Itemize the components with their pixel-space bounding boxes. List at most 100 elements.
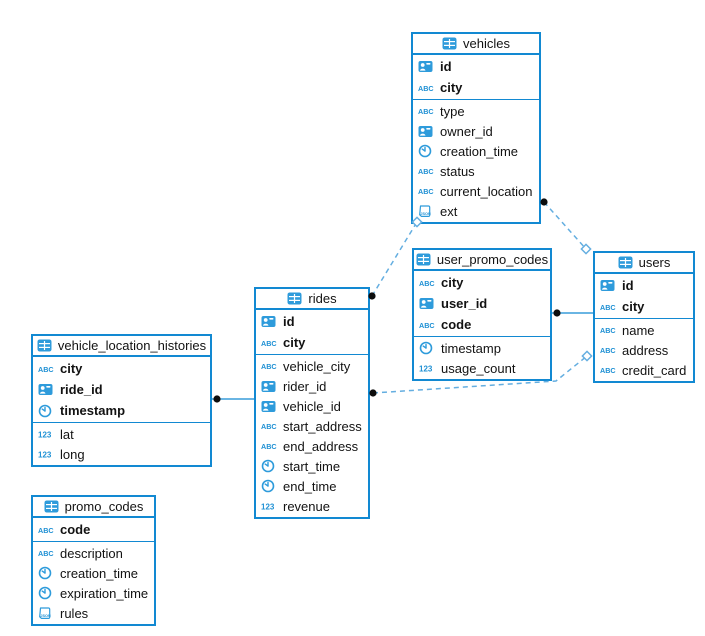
column-row[interactable]: 123 long bbox=[33, 444, 210, 464]
column-label: creation_time bbox=[440, 143, 519, 159]
string-type-icon: ABC bbox=[38, 547, 55, 559]
string-type-icon: ABC bbox=[419, 277, 436, 289]
column-row[interactable]: ABC credit_card bbox=[595, 360, 693, 380]
endpoint-dot-icon bbox=[540, 198, 548, 206]
primary-key-row[interactable]: id bbox=[413, 56, 539, 77]
table-header[interactable]: users bbox=[595, 253, 693, 274]
svg-text:ABC: ABC bbox=[261, 362, 277, 371]
table-icon bbox=[37, 339, 53, 352]
column-label: long bbox=[60, 446, 85, 462]
uuid-type-icon bbox=[38, 383, 55, 396]
timestamp-type-icon bbox=[261, 459, 278, 473]
table-title: vehicle_location_histories bbox=[57, 338, 207, 353]
primary-key-row[interactable]: user_id bbox=[414, 293, 550, 314]
column-row[interactable]: ABC name bbox=[595, 320, 693, 340]
svg-text:ABC: ABC bbox=[600, 346, 616, 355]
column-row[interactable]: expiration_time bbox=[33, 583, 154, 603]
primary-key-row[interactable]: id bbox=[256, 311, 368, 332]
uuid-type-icon bbox=[261, 315, 278, 328]
timestamp-type-icon bbox=[38, 566, 55, 580]
string-type-icon: ABC bbox=[418, 165, 435, 177]
table-header[interactable]: vehicle_location_histories bbox=[33, 336, 210, 357]
svg-text:JSON: JSON bbox=[40, 614, 51, 618]
primary-key-row[interactable]: ride_id bbox=[33, 379, 210, 400]
uuid-type-icon bbox=[418, 125, 435, 138]
column-label: current_location bbox=[440, 183, 533, 199]
table-header[interactable]: user_promo_codes bbox=[414, 250, 550, 271]
string-type-icon: ABC bbox=[418, 185, 435, 197]
uuid-type-icon bbox=[261, 380, 278, 393]
uuid-type-icon bbox=[418, 60, 435, 73]
column-row[interactable]: ABC description bbox=[33, 543, 154, 563]
column-row[interactable]: creation_time bbox=[33, 563, 154, 583]
relationship-user-promo-codes-to-users bbox=[552, 309, 593, 317]
column-label: description bbox=[60, 545, 123, 561]
table-header[interactable]: vehicles bbox=[413, 34, 539, 55]
column-label: city bbox=[440, 80, 463, 95]
timestamp-type-icon bbox=[38, 404, 55, 418]
timestamp-type-icon bbox=[418, 144, 435, 158]
table-header[interactable]: promo_codes bbox=[33, 497, 154, 518]
column-label: revenue bbox=[283, 498, 330, 514]
timestamp-type-icon bbox=[261, 479, 278, 493]
column-row[interactable]: owner_id bbox=[413, 121, 539, 141]
column-row[interactable]: start_time bbox=[256, 456, 368, 476]
svg-text:ABC: ABC bbox=[600, 366, 616, 375]
string-type-icon: ABC bbox=[38, 363, 55, 375]
svg-text:ABC: ABC bbox=[418, 167, 434, 176]
column-label: end_time bbox=[283, 478, 337, 494]
column-label: credit_card bbox=[622, 362, 687, 378]
column-label: start_time bbox=[283, 458, 341, 474]
column-label: timestamp bbox=[60, 403, 126, 418]
primary-key-row[interactable]: id bbox=[595, 275, 693, 296]
column-label: name bbox=[622, 322, 655, 338]
column-row[interactable]: timestamp bbox=[414, 338, 550, 358]
endpoint-dot-icon bbox=[213, 395, 221, 403]
column-label: id bbox=[622, 278, 634, 293]
column-row[interactable]: creation_time bbox=[413, 141, 539, 161]
column-row[interactable]: end_time bbox=[256, 476, 368, 496]
relationship-vehicle-location-histories-to-rides bbox=[212, 395, 254, 403]
table-title: vehicles bbox=[463, 36, 510, 51]
primary-key-row[interactable]: ABC city bbox=[413, 77, 539, 98]
string-type-icon: ABC bbox=[418, 82, 435, 94]
column-row[interactable]: 123 revenue bbox=[256, 496, 368, 516]
primary-key-row[interactable]: timestamp bbox=[33, 400, 210, 421]
column-row[interactable]: ABC current_location bbox=[413, 181, 539, 201]
table-title: users bbox=[638, 255, 671, 270]
table-header[interactable]: rides bbox=[256, 289, 368, 310]
number-type-icon: 123 bbox=[38, 448, 55, 460]
column-row[interactable]: rider_id bbox=[256, 376, 368, 396]
column-label: lat bbox=[60, 426, 74, 442]
table-title: user_promo_codes bbox=[436, 252, 549, 267]
column-row[interactable]: vehicle_id bbox=[256, 396, 368, 416]
string-type-icon: ABC bbox=[38, 524, 55, 536]
svg-text:ABC: ABC bbox=[600, 326, 616, 335]
number-type-icon: 123 bbox=[261, 500, 278, 512]
